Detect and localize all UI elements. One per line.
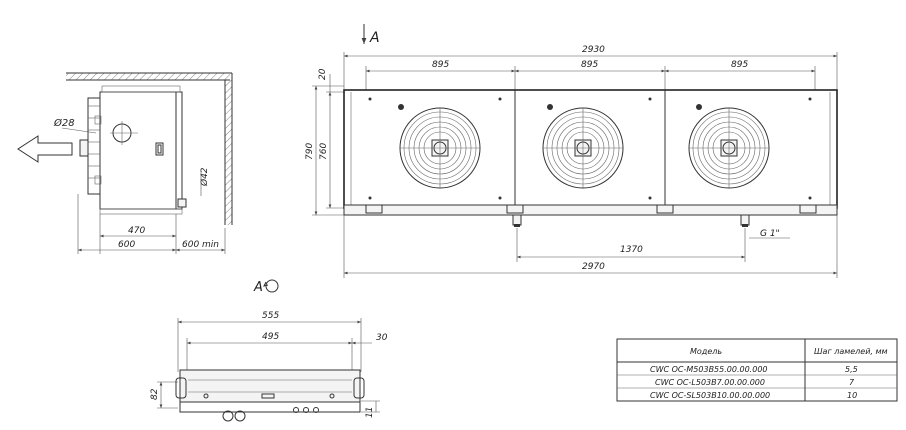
fan-pitch-dim-2: 895 [581,60,598,70]
bottom-height-dim: 82 [150,388,160,400]
drain-spacing-dim: 1370 [620,245,643,255]
fan-3 [688,107,770,189]
fan-2 [542,107,624,189]
side-clearance-dim: 600 min [182,240,219,250]
drain-thread-label: G 1" [760,229,780,239]
unit-body-side [99,91,183,210]
spec-table: Модель Шаг ламелей, мм CWC OC-M503B55.00… [616,338,898,402]
bottom-overall-dim: 555 [262,311,279,321]
side-depth-dim: 470 [128,226,145,236]
table-header-pitch: Шаг ламелей, мм [814,347,888,356]
bottom-view-holes [203,393,335,422]
front-total-width-top: 2930 [582,45,605,55]
drain-pipe-left [512,214,522,226]
table-row-model: CWC OC-M503B55.00.00.000 [650,365,768,374]
table-row-pitch: 10 [847,391,857,400]
table-header-model: Модель [690,347,722,356]
drain-pipe-right [740,214,750,226]
wall-hatch [225,80,232,225]
airflow-arrow-icon [17,135,73,163]
fan-pitch-dim-1: 895 [432,60,449,70]
bottom-view-marker: A [253,280,263,295]
fan-pitch-dim-3: 895 [731,60,748,70]
table-row-model: CWC OC-SL503B10.00.00.000 [650,391,770,400]
front-total-width-bottom: 2970 [582,262,605,272]
bottom-mount-dim: 495 [262,332,279,342]
rotation-icon [265,279,279,293]
drain-tray [343,204,838,216]
front-height-inner-dim: 760 [319,143,329,160]
tray-brackets [365,204,817,214]
table-row-model: CWC OC-L503B7.00.00.000 [655,378,765,387]
fan-guard-ribs [88,105,100,179]
bottom-view: A 555 495 30 82 11 [150,279,388,422]
view-marker-a: A [369,30,380,46]
port-dots [368,97,812,200]
bottom-offset-dim: 30 [376,333,388,343]
front-view: A 2930 895 895 895 20 790 760 [305,24,838,278]
side-view: Ø28 Ø42 470 600 600 min [17,72,233,254]
bottom-foot-dim: 11 [365,407,375,418]
table-row-pitch: 5,5 [845,365,858,374]
drain-diameter-label: Ø42 [199,167,210,187]
front-top-offset-dim: 20 [318,68,328,80]
ceiling-hatch [66,73,230,80]
front-height-outer-dim: 790 [305,143,315,160]
fan-guard-side [87,97,101,195]
fan-1 [399,107,481,189]
table-row-pitch: 7 [849,378,855,387]
side-width-dim: 600 [118,240,135,250]
pipe-diameter-label: Ø28 [53,117,75,129]
